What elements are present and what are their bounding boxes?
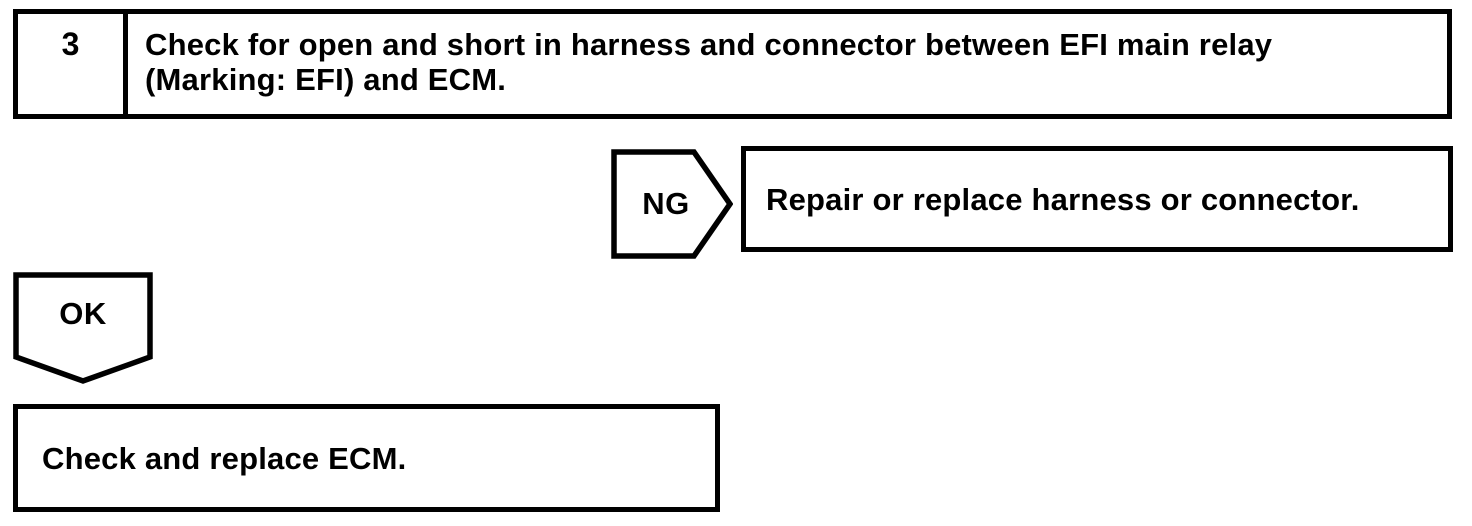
step-number: 3: [18, 14, 128, 114]
step-box: 3 Check for open and short in harness an…: [13, 9, 1452, 119]
ok-flow-connector: OK: [13, 272, 153, 384]
ok-label: OK: [59, 296, 107, 331]
step-instruction-text: Check for open and short in harness and …: [145, 27, 1273, 97]
ng-action-box: Repair or replace harness or connector.: [741, 146, 1453, 252]
ng-action-text: Repair or replace harness or connector.: [766, 181, 1360, 217]
ng-label: NG: [642, 186, 690, 221]
ok-action-box: Check and replace ECM.: [13, 404, 720, 512]
ng-flow-connector: NG: [611, 149, 733, 259]
ng-pentagon-right-icon: [611, 149, 733, 259]
ok-pentagon-down-icon: [13, 272, 153, 384]
step-instruction-cell: Check for open and short in harness and …: [128, 14, 1447, 114]
ok-action-text: Check and replace ECM.: [42, 440, 407, 476]
